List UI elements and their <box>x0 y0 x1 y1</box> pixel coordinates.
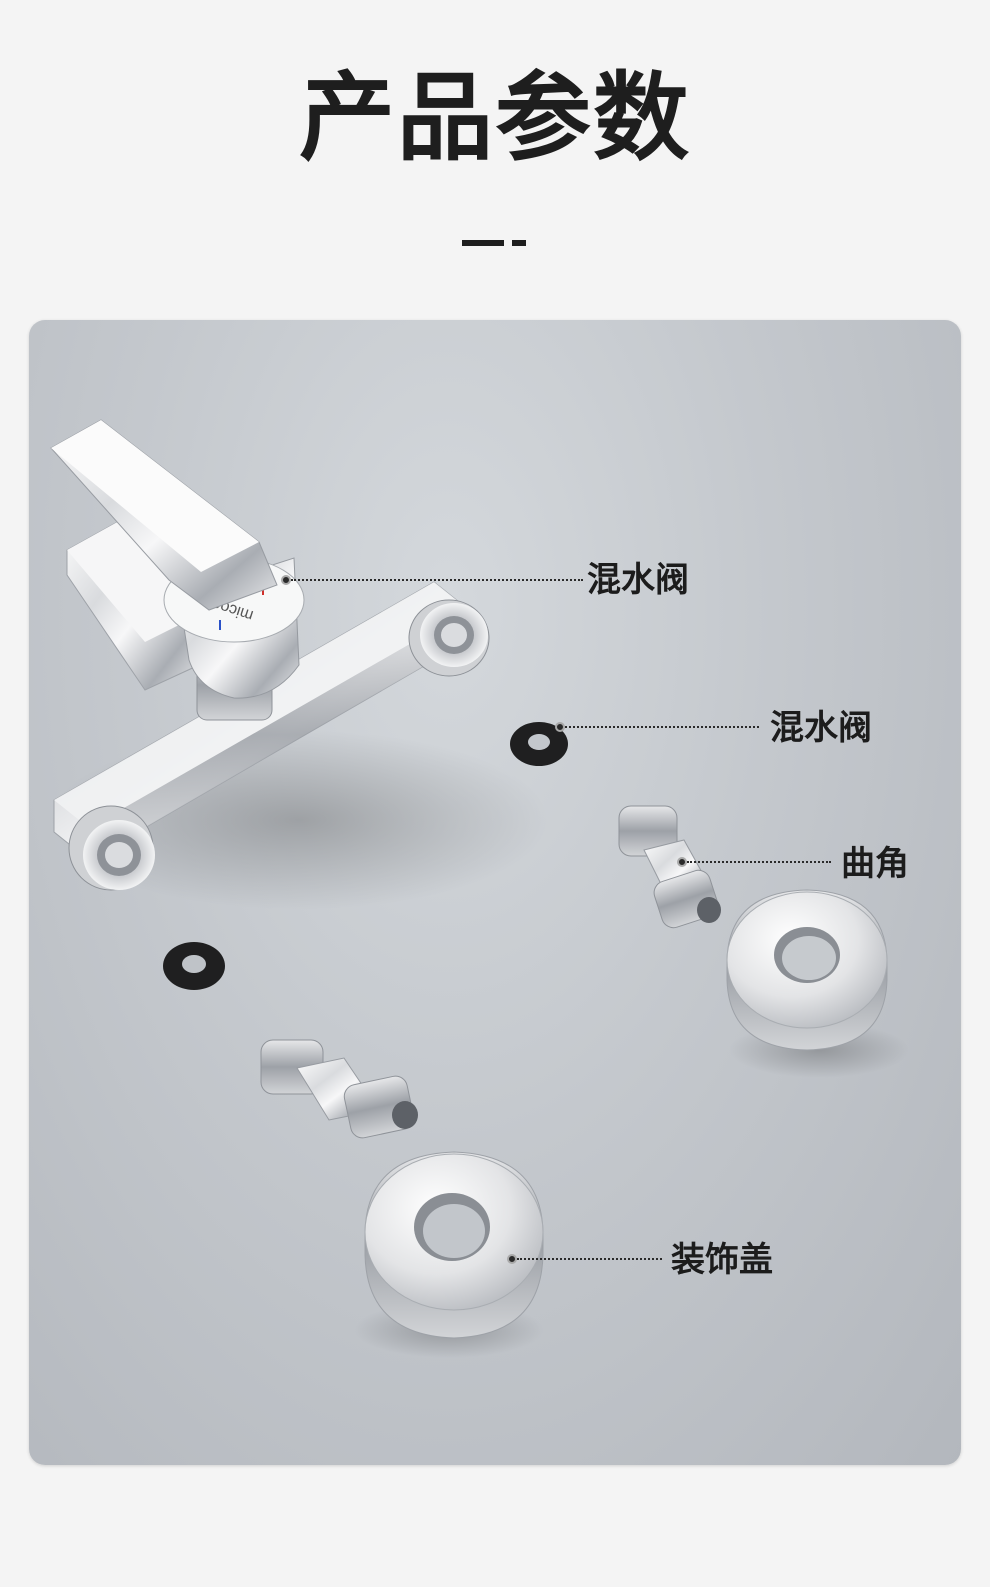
callout-dot <box>677 857 687 867</box>
eccentric-elbow-right <box>618 805 721 929</box>
callout-dot <box>507 1254 517 1264</box>
washer-upper <box>510 722 568 766</box>
title-divider-long <box>462 240 504 246</box>
callout-label: 装饰盖 <box>671 1240 773 1280</box>
callout-leader <box>687 861 831 863</box>
page-title: 产品参数 <box>299 62 691 174</box>
callout-dot <box>555 722 565 732</box>
washer-lower <box>163 942 225 990</box>
cover-ring-right <box>726 889 888 1051</box>
callout-label: 混水阀 <box>770 708 872 748</box>
callout-label: 混水阀 <box>587 560 689 600</box>
eccentric-elbow-left <box>260 1039 418 1139</box>
mixer-faucet: micoe <box>50 419 490 891</box>
cold-marker <box>219 620 221 630</box>
product-image-panel: micoe <box>29 320 961 1465</box>
faucet-right-nut <box>408 599 490 677</box>
callout-leader <box>291 579 583 581</box>
callout-label: 曲角 <box>841 844 909 884</box>
faucet-left-nut <box>68 805 155 891</box>
cover-ring-left <box>364 1151 544 1339</box>
title-divider-short <box>512 240 526 246</box>
callout-leader <box>517 1258 662 1260</box>
exploded-parts-illustration: micoe <box>49 419 909 1358</box>
callout-leader <box>565 726 759 728</box>
callout-dot <box>281 575 291 585</box>
